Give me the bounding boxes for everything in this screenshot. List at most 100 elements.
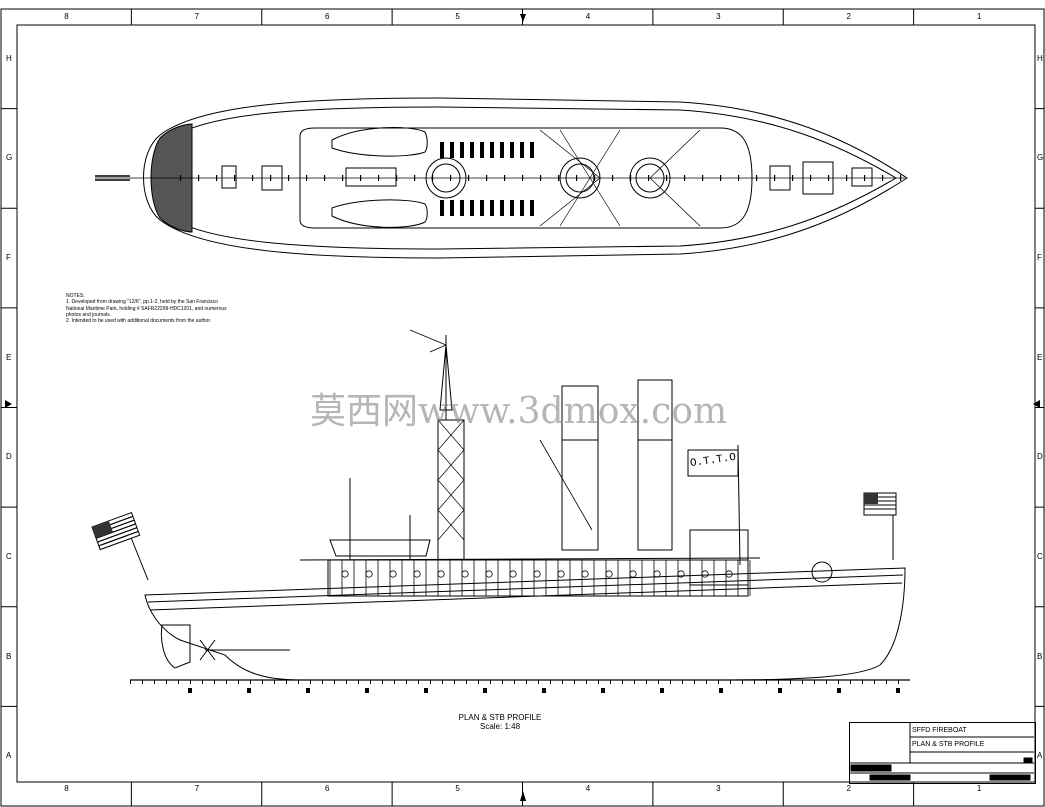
station-tick	[142, 680, 143, 684]
station-tick	[550, 680, 551, 684]
caption-title: PLAN & STB PROFILE	[458, 713, 542, 722]
profile-propeller	[199, 639, 290, 661]
station-mark	[365, 688, 369, 693]
plan-fire-plug-icon	[490, 200, 494, 216]
column-label-bottom: 3	[716, 784, 721, 793]
plan-fire-plug-icon	[450, 142, 454, 158]
centerline-tick	[234, 175, 236, 181]
centerline-tick	[810, 175, 812, 181]
column-label-top: 6	[324, 12, 330, 21]
station-tick	[538, 680, 539, 684]
station-tick	[238, 680, 239, 684]
profile-aft-stack	[637, 379, 673, 551]
title-block-sheet: PLAN & STB PROFILE	[912, 741, 985, 748]
porthole-icon	[701, 570, 709, 578]
centerline-tick	[882, 175, 884, 181]
centerline-tick	[360, 175, 362, 181]
row-label-right: E	[1037, 352, 1043, 362]
plan-fire-plug-icon	[480, 200, 484, 216]
porthole-icon	[557, 570, 565, 578]
row-label-right: D	[1037, 452, 1043, 462]
centerline-tick	[558, 175, 560, 181]
row-label-right: G	[1037, 153, 1044, 163]
station-tick	[562, 680, 563, 684]
porthole-icon	[485, 570, 493, 578]
station-tick	[226, 680, 227, 684]
plan-hatch	[345, 167, 397, 187]
station-tick	[790, 680, 791, 684]
porthole-icon	[389, 570, 397, 578]
plan-fire-plug-icon	[520, 142, 524, 158]
porthole-icon	[413, 570, 421, 578]
column-label-bottom: 8	[64, 784, 69, 793]
notes-line-2: National Maritime Park, holding # SAFR22…	[66, 305, 227, 312]
plan-fire-plug-icon	[500, 142, 504, 158]
station-tick	[826, 680, 827, 684]
station-mark	[188, 688, 192, 693]
station-tick	[646, 680, 647, 684]
centerline-tick	[540, 175, 542, 181]
row-label-left: F	[6, 253, 11, 263]
row-label-left: D	[6, 452, 12, 462]
bow-flag-icon	[863, 492, 897, 516]
centerline-tick	[432, 175, 434, 181]
station-tick	[250, 680, 251, 684]
station-tick	[622, 680, 623, 684]
station-tick	[718, 680, 719, 684]
station-tick	[658, 680, 659, 684]
centerline-tick	[756, 175, 758, 181]
title-block: SFFD FIREBOAT PLAN & STB PROFILE	[849, 722, 1036, 784]
plan-hull-outline	[143, 97, 908, 259]
station-tick	[274, 680, 275, 684]
porthole-icon	[365, 570, 373, 578]
station-tick	[178, 680, 179, 684]
centerline-tick	[720, 175, 722, 181]
row-label-right: C	[1037, 551, 1043, 561]
column-label-top: 7	[194, 12, 200, 21]
porthole-icon	[653, 570, 661, 578]
centerline-tick	[216, 175, 218, 181]
station-tick	[490, 680, 491, 684]
station-mark	[837, 688, 841, 693]
centerline-tick	[252, 175, 254, 181]
centerline-tick	[612, 175, 614, 181]
centerline-tick	[450, 175, 452, 181]
centerline-tick	[324, 175, 326, 181]
row-label-left: A	[6, 751, 12, 761]
column-label-top: 8	[64, 12, 69, 21]
station-tick	[838, 680, 839, 684]
station-tick	[886, 680, 887, 684]
title-block-project: SFFD FIREBOAT	[912, 727, 967, 734]
plan-fire-plug-icon	[530, 142, 534, 158]
row-label-left: C	[6, 551, 12, 561]
centerline-tick	[486, 175, 488, 181]
porthole-icon	[629, 570, 637, 578]
station-tick	[334, 680, 335, 684]
row-label-right: F	[1037, 253, 1042, 263]
centerline-tick	[900, 175, 902, 181]
column-label-top: 2	[846, 12, 851, 21]
centering-marks	[5, 14, 1040, 801]
plan-fire-plug-icon	[440, 200, 444, 216]
station-tick	[586, 680, 587, 684]
centerline-tick	[738, 175, 740, 181]
centerline-tick	[288, 175, 290, 181]
station-tick	[262, 680, 263, 684]
row-label-right: H	[1037, 53, 1043, 63]
centerline-tick	[522, 175, 524, 181]
notes-line-4: 2. Intended to be used with additional d…	[66, 318, 212, 325]
station-tick	[670, 680, 671, 684]
column-label-bottom: 5	[455, 784, 460, 793]
caption-scale: Scale: 1:48	[479, 722, 521, 731]
centerline-tick	[864, 175, 866, 181]
column-label-top: 4	[585, 12, 591, 21]
column-label-bottom: 1	[976, 784, 982, 793]
plan-fittings	[180, 142, 902, 216]
station-mark	[542, 688, 546, 693]
porthole-icon	[341, 570, 349, 578]
station-tick	[478, 680, 479, 684]
plan-lifeboat-upper	[331, 126, 428, 157]
station-mark	[719, 688, 723, 693]
row-label-left: G	[6, 153, 13, 163]
